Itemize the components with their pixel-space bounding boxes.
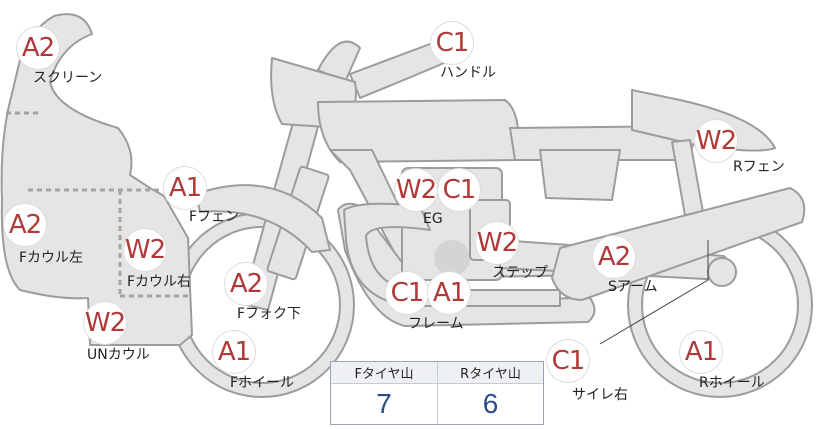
badge-ffender[interactable]: A1 <box>163 166 207 210</box>
label-frame: フレーム <box>408 316 464 332</box>
badge-eg-2[interactable]: C1 <box>437 168 481 212</box>
leader-sider <box>599 240 709 345</box>
handlebar <box>317 40 361 83</box>
label-cowl-right: Fカウル右 <box>127 274 192 290</box>
label-uncowl: UNカウル <box>87 347 150 363</box>
badge-sider[interactable]: C1 <box>546 339 590 383</box>
label-screen: スクリーン <box>33 70 103 86</box>
label-cowl-left: Fカウル左 <box>19 250 84 266</box>
badge-uncowl[interactable]: W2 <box>83 301 127 345</box>
tire-value-front: 7 <box>376 388 392 419</box>
badge-fwheel[interactable]: A1 <box>212 330 256 374</box>
tire-tread-table: Fタイヤ山 Rタイヤ山 7 6 <box>330 361 544 425</box>
badge-eg-1[interactable]: W2 <box>394 168 438 212</box>
tire-header-rear: Rタイヤ山 <box>437 362 543 384</box>
label-handle: ハンドル <box>440 65 496 81</box>
badge-fork[interactable]: A2 <box>224 262 268 306</box>
badge-frame-1[interactable]: C1 <box>385 271 429 315</box>
label-ffender: Fフェン <box>189 209 240 225</box>
badge-screen[interactable]: A2 <box>16 26 60 70</box>
badge-frame-2[interactable]: A1 <box>427 271 471 315</box>
badge-rwheel[interactable]: A1 <box>679 330 723 374</box>
badge-swing[interactable]: A2 <box>592 235 636 279</box>
badge-step[interactable]: W2 <box>475 221 519 265</box>
label-fwheel: Fホイール <box>230 375 295 391</box>
label-step: ステップ <box>492 265 548 281</box>
label-sider: サイレ右 <box>572 387 628 403</box>
rear-hub <box>707 257 737 287</box>
badge-handle[interactable]: C1 <box>430 21 474 65</box>
label-swing: Sアーム <box>608 279 658 295</box>
badge-cowl-left[interactable]: A2 <box>3 203 47 247</box>
label-rwheel: Rホイール <box>699 375 765 391</box>
label-rfender: Rフェン <box>733 159 785 175</box>
badge-cowl-right[interactable]: W2 <box>123 228 167 272</box>
tire-header-front: Fタイヤ山 <box>331 362 437 384</box>
label-eg: EG <box>423 211 443 227</box>
side-cover <box>539 149 621 201</box>
label-fork: Fフォク下 <box>237 306 302 322</box>
tire-value-rear: 6 <box>437 384 543 424</box>
front-fender <box>195 184 331 253</box>
badge-rfender[interactable]: W2 <box>694 119 738 163</box>
